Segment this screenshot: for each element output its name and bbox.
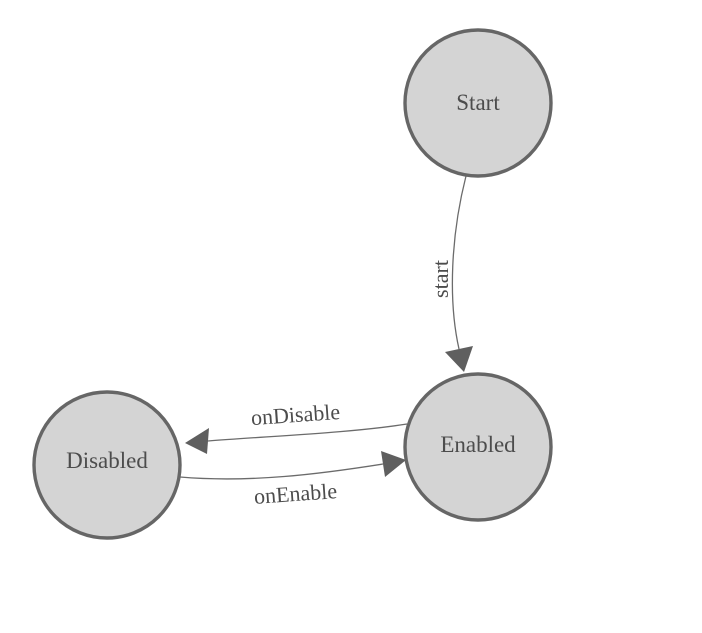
node-start[interactable]: Start <box>403 28 553 178</box>
arrowhead-icon <box>381 451 406 477</box>
node-enabled-circle <box>403 372 553 522</box>
edge-line <box>451 175 467 350</box>
node-disabled[interactable]: Disabled <box>32 390 182 540</box>
edge-start-to-enabled: start <box>428 175 473 372</box>
node-enabled-label: Enabled <box>440 432 516 457</box>
edge-line <box>207 423 408 442</box>
node-enabled[interactable]: Enabled <box>403 372 553 522</box>
edge-enabled-to-disabled: onDisable <box>185 399 408 454</box>
edge-label-start: start <box>428 260 453 298</box>
edge-label-onenable: onEnable <box>253 478 338 509</box>
node-disabled-circle <box>32 390 182 540</box>
arrowhead-icon <box>185 428 209 454</box>
node-disabled-label: Disabled <box>66 448 148 473</box>
edge-label-ondisable: onDisable <box>250 399 341 430</box>
node-start-circle <box>403 28 553 178</box>
arrowhead-icon <box>445 346 473 372</box>
node-start-label: Start <box>456 90 500 115</box>
edge-disabled-to-enabled: onEnable <box>179 451 406 509</box>
edge-line <box>179 463 384 480</box>
